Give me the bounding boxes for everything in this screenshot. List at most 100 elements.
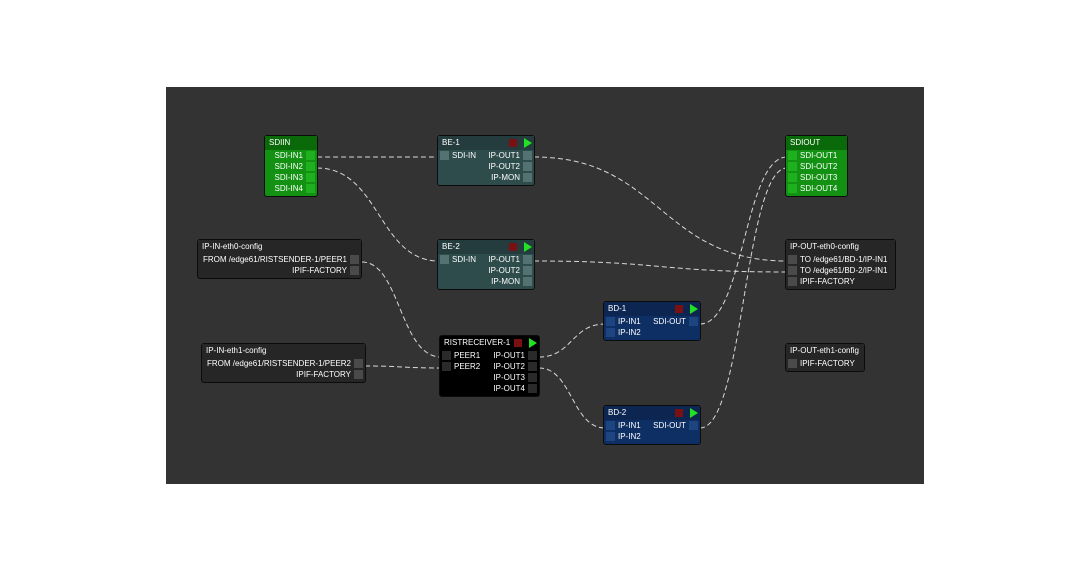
port-square-icon[interactable] xyxy=(788,266,797,275)
node-title: IP-IN-eth1-config xyxy=(202,344,365,358)
port-label: IPIF-FACTORY xyxy=(292,266,347,275)
output-port-row[interactable]: SDI-IN3 xyxy=(265,172,317,183)
port-square-icon[interactable] xyxy=(306,173,315,182)
port-square-icon[interactable] xyxy=(306,151,315,160)
port-label: SDI-OUT2 xyxy=(800,162,838,171)
play-triangle-icon[interactable] xyxy=(524,138,532,148)
port-square-icon[interactable] xyxy=(689,317,698,326)
stop-square-icon[interactable] xyxy=(675,305,683,313)
port-square-icon[interactable] xyxy=(440,151,449,160)
port-square-icon[interactable] xyxy=(788,255,797,264)
node-sdiout[interactable]: SDIOUT SDI-OUT1 SDI-OUT2 SDI-OUT3 SDI-OU… xyxy=(785,135,848,197)
port-square-icon[interactable] xyxy=(788,151,797,160)
port-square-icon[interactable] xyxy=(523,151,532,160)
output-port-row[interactable]: SDI-IN4 xyxy=(265,183,317,194)
port-square-icon[interactable] xyxy=(788,359,797,368)
port-row: PEER1 IP-OUT1 xyxy=(440,350,539,361)
output-port-row[interactable]: FROM /edge61/RISTSENDER-1/PEER1 xyxy=(198,254,361,265)
node-title: IP-OUT-eth1-config xyxy=(786,344,864,358)
port-row: IP-MON xyxy=(438,172,534,183)
input-port-row[interactable]: SDI-OUT2 xyxy=(786,161,847,172)
node-ip-in-eth1-config[interactable]: IP-IN-eth1-config FROM /edge61/RISTSENDE… xyxy=(201,343,366,383)
play-triangle-icon[interactable] xyxy=(529,338,537,348)
port-row: IP-IN1 SDI-OUT xyxy=(604,420,700,431)
port-row: IP-IN2 xyxy=(604,431,700,442)
node-title: IP-OUT-eth0-config xyxy=(786,240,895,254)
port-square-icon[interactable] xyxy=(528,351,537,360)
node-be-1[interactable]: BE-1 SDI-IN IP-OUT1 IP-OUT2 IP-MON xyxy=(437,135,535,186)
port-square-icon[interactable] xyxy=(788,277,797,286)
node-title: IP-IN-eth0-config xyxy=(198,240,361,254)
port-square-icon[interactable] xyxy=(440,255,449,264)
input-port-label: PEER1 xyxy=(454,351,481,360)
input-port-row[interactable]: TO /edge61/BD-2/IP-IN1 xyxy=(786,265,895,276)
input-port-row[interactable]: IPIF-FACTORY xyxy=(786,276,895,287)
node-ip-out-eth0-config[interactable]: IP-OUT-eth0-config TO /edge61/BD-1/IP-IN… xyxy=(785,239,896,290)
port-square-icon[interactable] xyxy=(442,351,451,360)
stop-square-icon[interactable] xyxy=(675,409,683,417)
port-label: FROM /edge61/RISTSENDER-1/PEER2 xyxy=(206,359,351,368)
play-triangle-icon[interactable] xyxy=(524,242,532,252)
port-square-icon[interactable] xyxy=(523,266,532,275)
output-port-row[interactable]: FROM /edge61/RISTSENDER-1/PEER2 xyxy=(202,358,365,369)
output-port-row[interactable]: IPIF-FACTORY xyxy=(202,369,365,380)
stop-square-icon[interactable] xyxy=(514,339,522,347)
port-square-icon[interactable] xyxy=(350,255,359,264)
output-port-row[interactable]: IPIF-FACTORY xyxy=(198,265,361,276)
port-row: PEER2 IP-OUT2 xyxy=(440,361,539,372)
output-port-row[interactable]: SDI-IN1 xyxy=(265,150,317,161)
port-square-icon[interactable] xyxy=(523,162,532,171)
port-square-icon[interactable] xyxy=(442,362,451,371)
node-ip-out-eth1-config[interactable]: IP-OUT-eth1-config IPIF-FACTORY xyxy=(785,343,865,372)
stop-square-icon[interactable] xyxy=(509,243,517,251)
port-square-icon[interactable] xyxy=(689,421,698,430)
output-port-label: IP-MON xyxy=(491,277,520,286)
input-port-row[interactable]: SDI-OUT4 xyxy=(786,183,847,194)
port-square-icon[interactable] xyxy=(788,184,797,193)
node-sdiin[interactable]: SDIIN SDI-IN1 SDI-IN2 SDI-IN3 SDI-IN4 xyxy=(264,135,318,197)
port-square-icon[interactable] xyxy=(528,384,537,393)
port-square-icon[interactable] xyxy=(606,421,615,430)
port-square-icon[interactable] xyxy=(788,162,797,171)
node-title: RISTRECEIVER-1 xyxy=(444,338,511,347)
input-port-label: IP-IN1 xyxy=(618,421,641,430)
port-square-icon[interactable] xyxy=(606,432,615,441)
port-square-icon[interactable] xyxy=(523,173,532,182)
port-square-icon[interactable] xyxy=(523,277,532,286)
port-square-icon[interactable] xyxy=(523,255,532,264)
input-port-row[interactable]: IPIF-FACTORY xyxy=(786,358,864,369)
output-port-label: SDI-OUT xyxy=(653,317,686,326)
input-port-row[interactable]: TO /edge61/BD-1/IP-IN1 xyxy=(786,254,895,265)
port-label: SDI-IN4 xyxy=(274,184,303,193)
node-be-2[interactable]: BE-2 SDI-IN IP-OUT1 IP-OUT2 IP-MON xyxy=(437,239,535,290)
node-ip-in-eth0-config[interactable]: IP-IN-eth0-config FROM /edge61/RISTSENDE… xyxy=(197,239,362,279)
port-square-icon[interactable] xyxy=(606,317,615,326)
input-port-row[interactable]: SDI-OUT1 xyxy=(786,150,847,161)
port-square-icon[interactable] xyxy=(606,328,615,337)
output-port-row[interactable]: SDI-IN2 xyxy=(265,161,317,172)
port-square-icon[interactable] xyxy=(350,266,359,275)
port-square-icon[interactable] xyxy=(528,373,537,382)
node-bd-2[interactable]: BD-2 IP-IN1 SDI-OUT IP-IN2 xyxy=(603,405,701,445)
play-triangle-icon[interactable] xyxy=(690,408,698,418)
port-row: IP-OUT2 xyxy=(438,161,534,172)
node-title-bar: BE-2 xyxy=(438,240,534,254)
port-square-icon[interactable] xyxy=(306,162,315,171)
stop-square-icon[interactable] xyxy=(509,139,517,147)
node-title: BD-1 xyxy=(608,304,627,313)
port-square-icon[interactable] xyxy=(788,173,797,182)
port-label: IPIF-FACTORY xyxy=(296,370,351,379)
output-port-label: IP-OUT2 xyxy=(493,362,525,371)
port-square-icon[interactable] xyxy=(306,184,315,193)
node-title-bar: BD-2 xyxy=(604,406,700,420)
port-square-icon[interactable] xyxy=(528,362,537,371)
port-row: SDI-IN IP-OUT1 xyxy=(438,254,534,265)
port-square-icon[interactable] xyxy=(354,359,363,368)
node-bd-1[interactable]: BD-1 IP-IN1 SDI-OUT IP-IN2 xyxy=(603,301,701,341)
input-port-row[interactable]: SDI-OUT3 xyxy=(786,172,847,183)
node-title: SDIOUT xyxy=(786,136,847,150)
node-ristreceiver-1[interactable]: RISTRECEIVER-1 PEER1 IP-OUT1 PEER2 IP-OU… xyxy=(439,335,540,397)
port-square-icon[interactable] xyxy=(354,370,363,379)
port-row: SDI-IN IP-OUT1 xyxy=(438,150,534,161)
play-triangle-icon[interactable] xyxy=(690,304,698,314)
